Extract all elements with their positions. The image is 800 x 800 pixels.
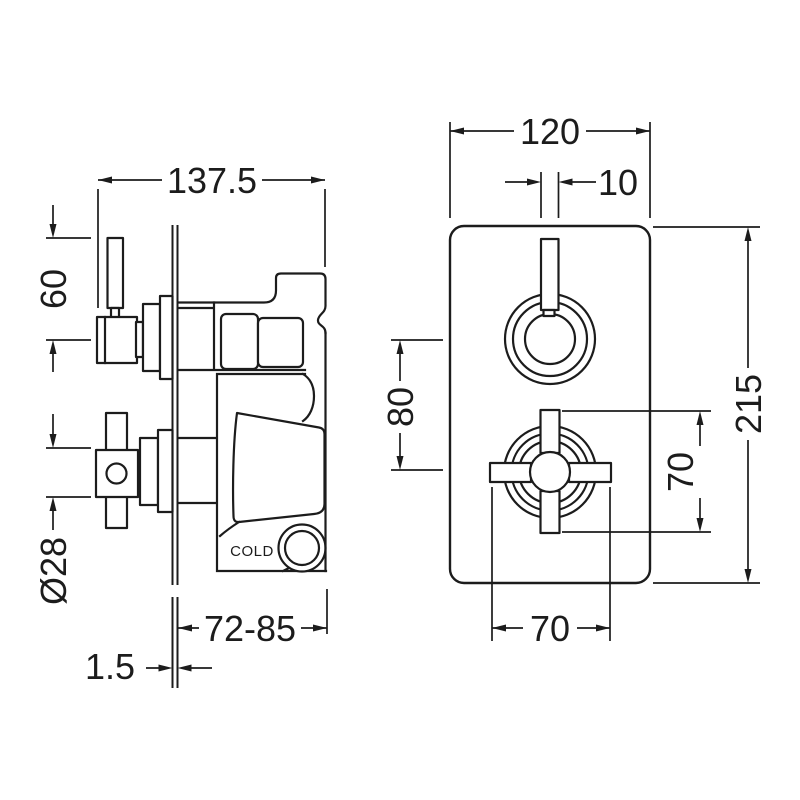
- arrow-right-icon: [596, 624, 610, 632]
- dim-lever-width: 10: [505, 162, 638, 218]
- dim-plate-width: 120: [449, 111, 651, 218]
- body-lower-curve: [218, 520, 241, 538]
- body-outline: [176, 272, 327, 335]
- dim-handle-diameter: Ø28: [33, 414, 91, 605]
- dim-handle-height: 70: [562, 410, 711, 533]
- arrow-down-icon: [696, 518, 704, 532]
- dim-handle-width: 70: [491, 487, 611, 649]
- temperature-lever-front: [503, 237, 597, 386]
- lever-ring-inner: [523, 312, 577, 366]
- bonnet: [231, 411, 326, 524]
- cartridge-left: [219, 312, 260, 371]
- dim-label-lever-width: 10: [598, 162, 638, 203]
- dim-overall-depth: 137.5: [97, 160, 326, 308]
- arrow-down-icon: [49, 434, 57, 448]
- front-view: 120 10 80 70 215: [380, 111, 769, 649]
- arrow-up-icon: [396, 340, 404, 354]
- lever-base-tab: [542, 308, 556, 318]
- body-lobe: [301, 372, 316, 423]
- wall-plate-side: [171, 225, 179, 688]
- dim-label-handle-width: 70: [530, 608, 570, 649]
- arrow-left-icon: [492, 624, 506, 632]
- lever-bar-front: [539, 237, 560, 312]
- cross-hub-front: [528, 450, 572, 494]
- cross-arm-left: [488, 461, 533, 484]
- dim-label-install-depth: 72-85: [204, 608, 296, 649]
- dim-label-handle-height: 70: [660, 452, 701, 492]
- cross-handle-front: [488, 408, 613, 535]
- arrow-left-icon: [98, 176, 112, 184]
- mounting-plate: [448, 224, 652, 585]
- valve-cylinder-side: [95, 315, 139, 365]
- arrow-down-icon: [396, 456, 404, 470]
- cross-arm-top: [539, 408, 561, 455]
- dim-label-plate-thickness: 1.5: [85, 646, 135, 687]
- valve-body-side: COLD: [176, 272, 328, 573]
- cross-vbar-top: [104, 411, 129, 455]
- dim-plate-thickness: 1.5: [85, 646, 212, 687]
- cold-label: COLD: [230, 543, 274, 560]
- arrow-right-icon: [636, 127, 650, 135]
- dim-label-plate-width: 120: [520, 111, 580, 152]
- side-view: COLD 137.5: [33, 160, 328, 688]
- arrow-right-icon: [311, 176, 325, 184]
- dim-plate-height: 215: [653, 226, 769, 584]
- lever-escutcheon: [141, 302, 162, 373]
- arrow-up-icon: [49, 340, 57, 354]
- cold-port-inner-circle: [283, 529, 321, 567]
- dim-label-lever-length: 60: [33, 269, 74, 309]
- dim-install-depth: 72-85: [178, 589, 328, 649]
- arrow-up-icon: [696, 411, 704, 425]
- dim-handle-centres: 80: [380, 339, 443, 471]
- arrow-right-icon: [527, 178, 541, 186]
- arrow-right-icon: [313, 624, 327, 632]
- arrow-right-icon: [158, 664, 173, 672]
- cartridge-right: [256, 316, 305, 369]
- arrow-down-icon: [49, 224, 57, 238]
- lever-bar-side: [106, 236, 125, 310]
- cross-escutcheon: [138, 436, 160, 507]
- arrow-up-icon: [744, 227, 752, 241]
- arrow-left-icon: [177, 664, 192, 672]
- cross-hub-side: [105, 462, 128, 485]
- lever-collar: [158, 294, 174, 381]
- arrow-left-icon: [558, 178, 573, 186]
- cross-vbar-bottom: [104, 492, 129, 530]
- cross-collar: [156, 428, 174, 514]
- cross-handle-side: [94, 411, 174, 530]
- arrow-left-icon: [178, 624, 192, 632]
- arrow-down-icon: [744, 569, 752, 583]
- arrow-up-icon: [49, 497, 57, 511]
- dim-label-plate-height: 215: [728, 374, 769, 434]
- cross-arm-bottom: [539, 489, 561, 535]
- arrow-left-icon: [450, 127, 464, 135]
- dim-label-overall-depth: 137.5: [167, 160, 257, 201]
- dim-label-handle-diameter: Ø28: [33, 537, 74, 605]
- dim-label-handle-centres: 80: [380, 387, 421, 427]
- cross-arm-right: [567, 461, 613, 484]
- dim-lever-length: 60: [33, 205, 91, 372]
- temperature-lever-side: [95, 236, 174, 381]
